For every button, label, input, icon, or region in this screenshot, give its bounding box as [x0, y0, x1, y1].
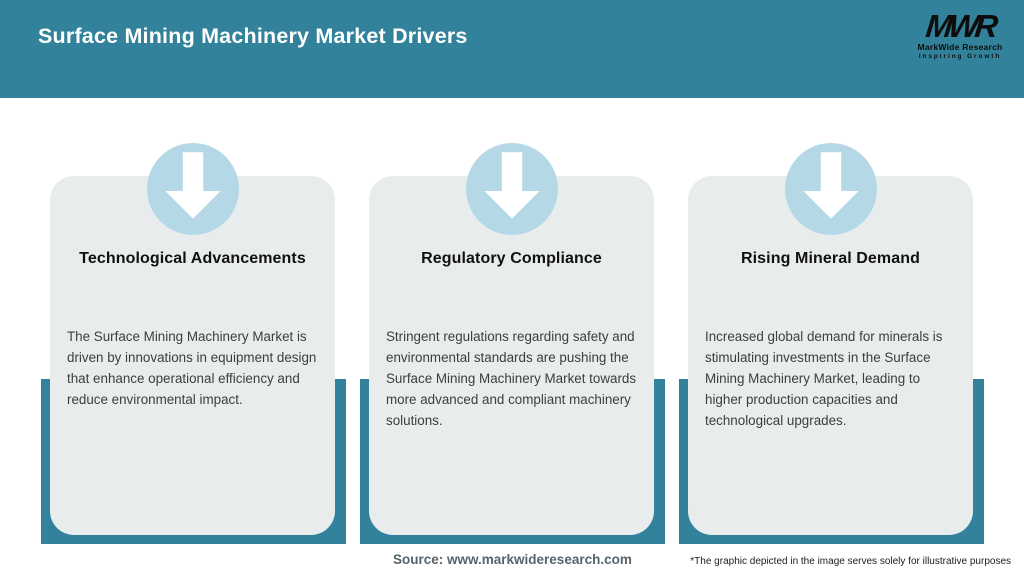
down-arrow-icon: [164, 152, 221, 219]
card-title: Rising Mineral Demand: [740, 250, 921, 267]
page-title: Surface Mining Machinery Market Drivers: [38, 24, 468, 48]
down-arrow-icon: [483, 152, 540, 219]
logo-name: MarkWide Research: [917, 42, 1003, 52]
down-arrow-badge: [465, 143, 558, 235]
driver-card-rising-mineral-demand: Rising Mineral Demand Increased global d…: [688, 143, 973, 535]
down-arrow-badge: [784, 143, 877, 235]
source-text: Source: www.markwideresearch.com: [393, 552, 632, 567]
markwide-research-logo: MWR MarkWide Research Inspiring Growth: [914, 8, 1006, 60]
disclaimer-text: *The graphic depicted in the image serve…: [690, 556, 1011, 567]
driver-card-technological-advancements: Technological Advancements The Surface M…: [50, 143, 335, 535]
header-bar: Surface Mining Machinery Market Drivers …: [0, 0, 1024, 98]
logo-monogram: MWR: [924, 8, 996, 44]
card-description: Increased global demand for minerals is …: [705, 329, 943, 429]
down-arrow-badge: [146, 143, 239, 235]
card-description: The Surface Mining Machinery Market is d…: [67, 329, 317, 408]
card-title: Technological Advancements: [79, 250, 306, 267]
card-title: Regulatory Compliance: [421, 250, 602, 267]
down-arrow-icon: [802, 152, 859, 219]
card-description: Stringent regulations regarding safety a…: [386, 329, 637, 429]
logo-tagline: Inspiring Growth: [918, 53, 1002, 60]
driver-card-regulatory-compliance: Regulatory Compliance Stringent regulati…: [369, 143, 654, 535]
